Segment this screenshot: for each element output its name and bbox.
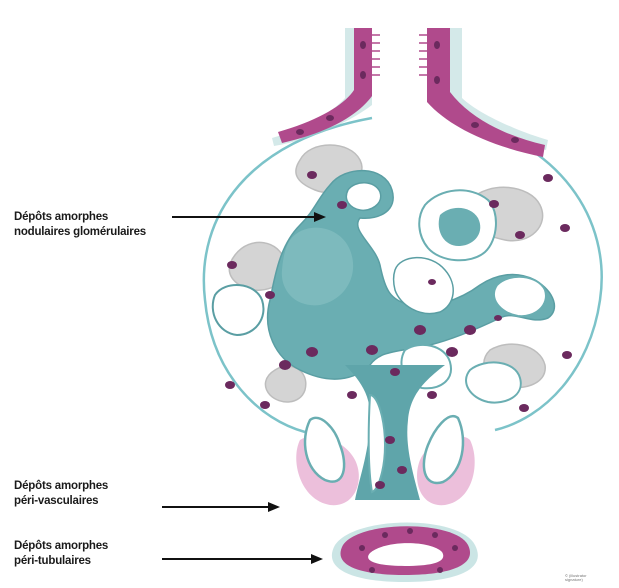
label-perivascular-line2: péri-vasculaires (14, 494, 108, 509)
illustrator-credit: © (illustrator signature) (565, 574, 605, 582)
peritubular-tubule (332, 523, 478, 583)
label-peritubular-deposits: Dépôts amorphes péri-tubulaires (14, 539, 108, 569)
vascular-pole (296, 365, 474, 505)
label-peritubular-line1: Dépôts amorphes (14, 539, 108, 554)
label-peritubular-line2: péri-tubulaires (14, 554, 108, 569)
label-glomerular-deposits: Dépôts amorphes nodulaires glomérulaires (14, 210, 146, 240)
label-perivascular-line1: Dépôts amorphes (14, 479, 108, 494)
label-glomerular-line1: Dépôts amorphes (14, 210, 146, 225)
proximal-tubule (272, 28, 548, 157)
label-glomerular-line2: nodulaires glomérulaires (14, 225, 146, 240)
label-perivascular-deposits: Dépôts amorphes péri-vasculaires (14, 479, 108, 509)
